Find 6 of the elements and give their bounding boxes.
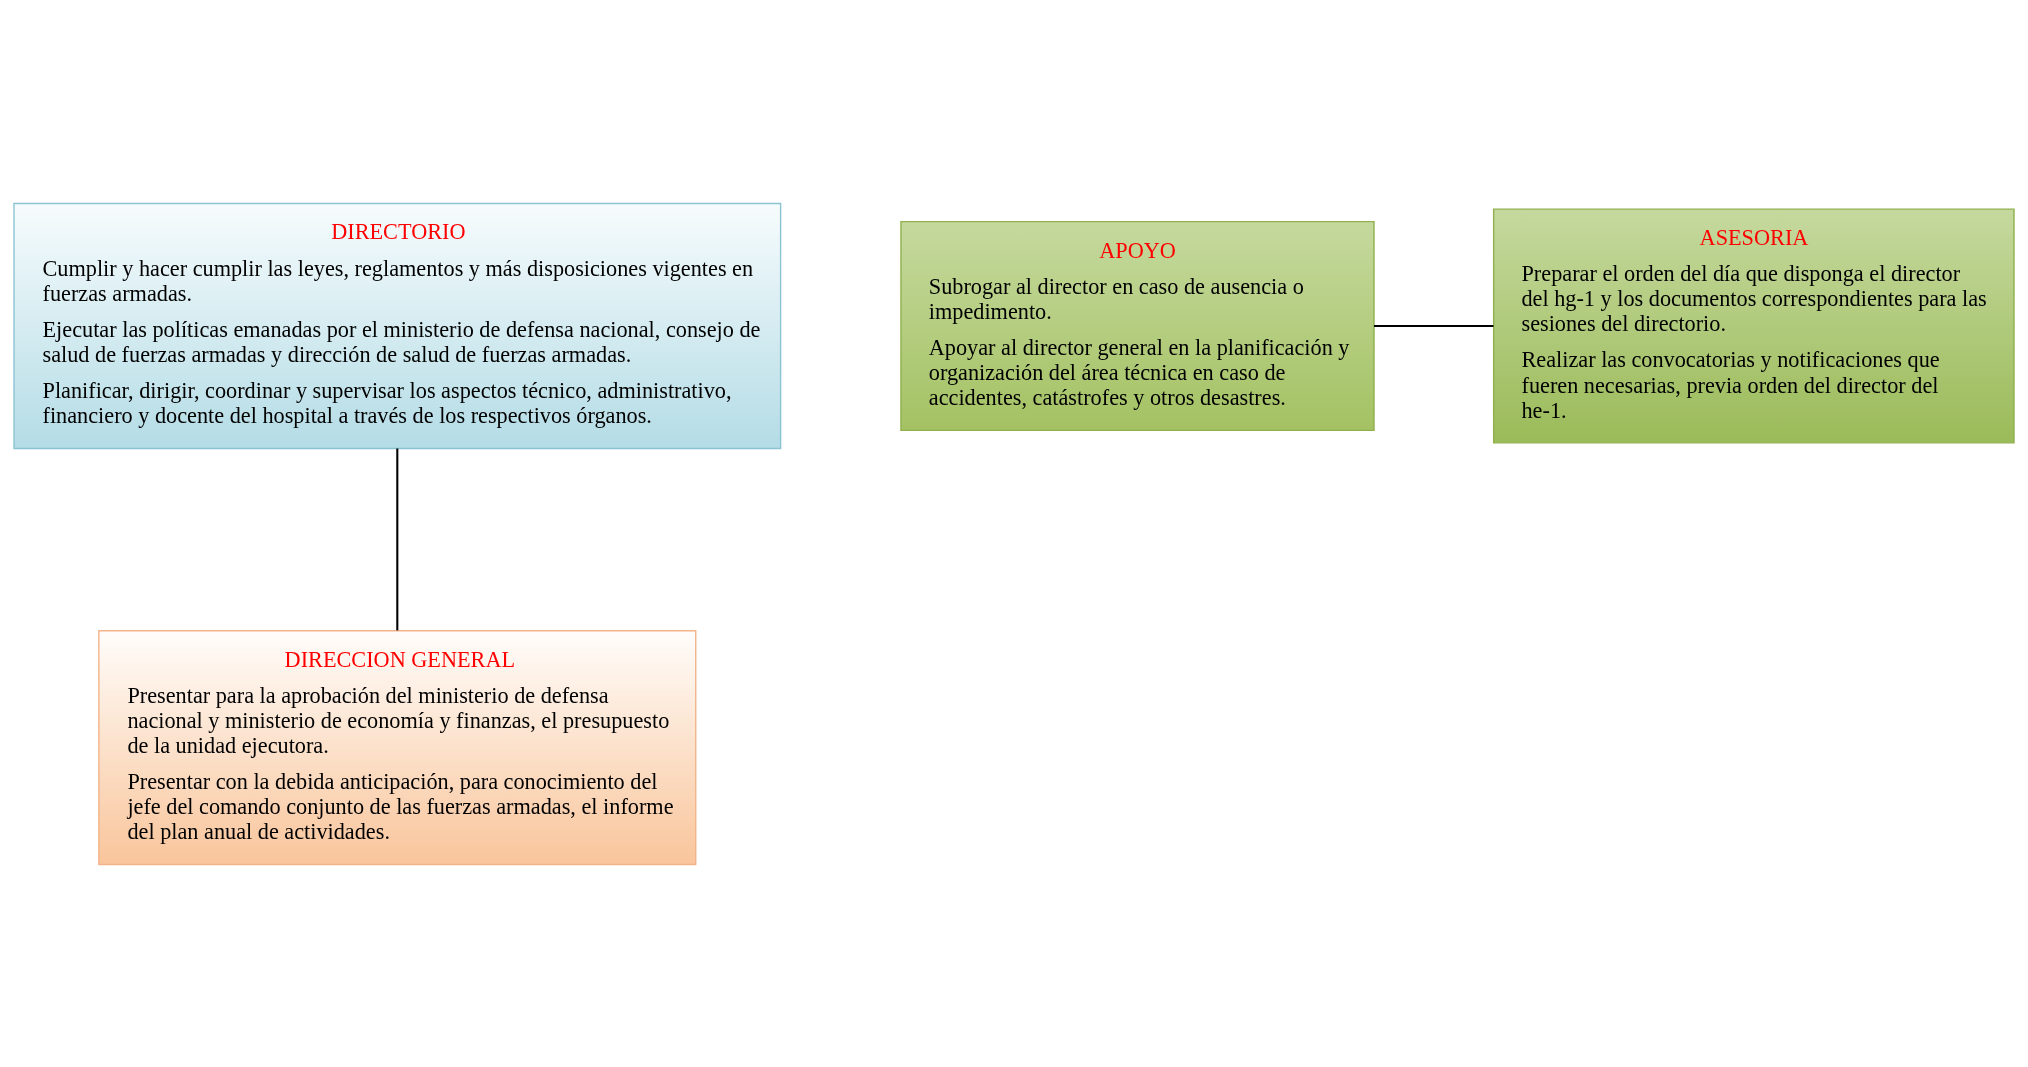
node-box: ASESORIA Preparar el orden del día que disponga el director del hg-1 y los documentos correspondientes para las sesiones del directorio. Realizar las convocatorias y notificaciones que fueren necesarias, previa orden del director del he-1. bbox=[1492, 207, 2015, 444]
connector bbox=[1374, 324, 1494, 327]
node-box: DIRECCION GENERAL Presentar para la aprobación del ministerio de defensa nacional y ministerio de economía y finanzas, el presupuesto de la unidad ejecutora. Presentar con la debida anticipación, para conocimiento del jefe del comando conjunto de las fuerzas armadas, el informe del plan anual de actividades. bbox=[98, 629, 697, 865]
connector bbox=[396, 448, 399, 630]
node-box: APOYO Subrogar al director en caso de ausencia o impedimento. Apoyar al director general en la planificación y organización del área técnica en caso de accidentes, catástrofes y otros desastres. bbox=[900, 220, 1375, 431]
node-box: DIRECTORIO Cumplir y hacer cumplir las leyes, reglamentos y más disposiciones vigentes en fuerzas armadas. Ejecutar las políticas emanadas por el ministerio de defensa nacional, consejo de salud de fuerzas armadas y dirección de salud de fuerzas armadas. Planificar, dirigir, coordinar y supervisar los aspectos técnico, administrativo, financiero y docente del hospital a través de los respectivos órganos. bbox=[13, 202, 782, 449]
